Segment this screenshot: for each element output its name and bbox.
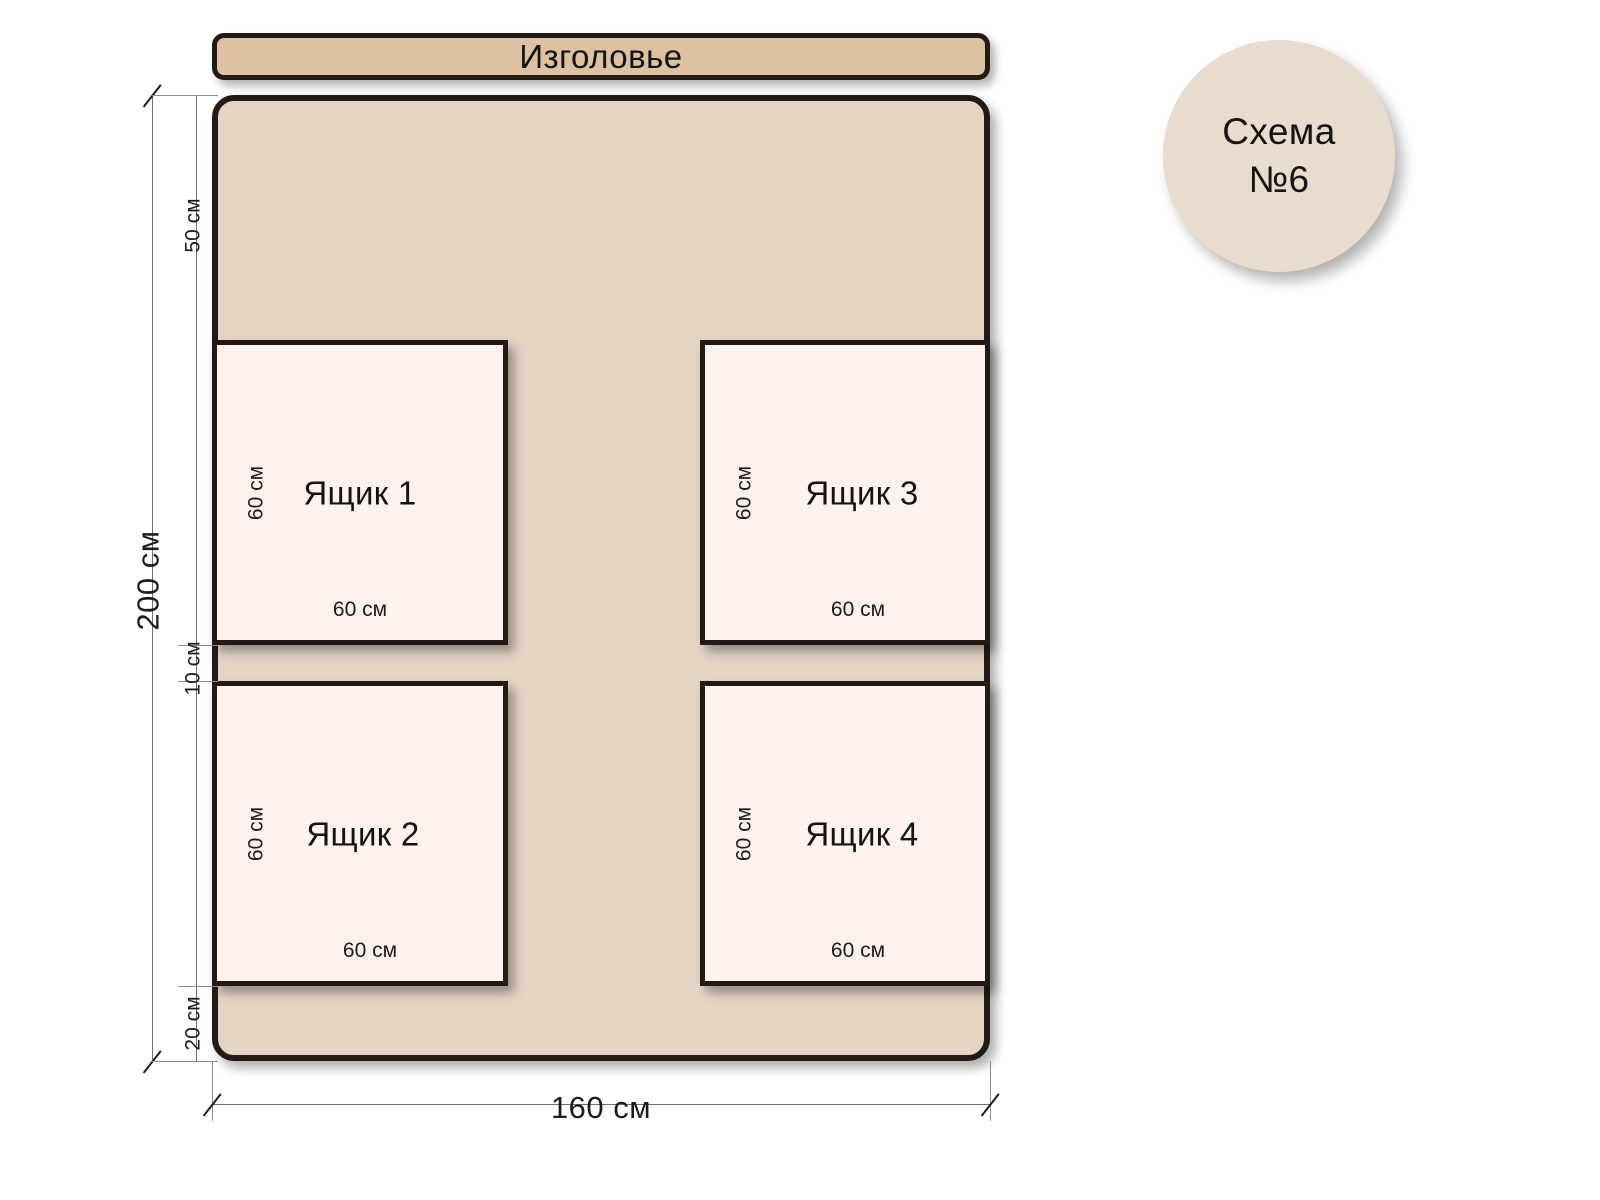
drawer-1-width-label: 60 см — [332, 598, 388, 621]
drawer-4-title: Ящик 4 — [805, 815, 919, 852]
drawer-3-title: Ящик 3 — [805, 474, 919, 511]
extension-line-top — [152, 95, 218, 96]
extension-line-width-left — [212, 1061, 213, 1121]
drawer-2-title: Ящик 2 — [306, 815, 420, 852]
segment-10-label: 10 см — [181, 641, 205, 696]
scheme-badge-line-1: Схема — [1222, 111, 1336, 153]
segment-50-label: 50 см — [181, 198, 205, 253]
dimension-line-total-height — [152, 95, 153, 1061]
dimension-line-total-width — [212, 1104, 990, 1105]
drawer-4-width-label: 60 см — [830, 939, 886, 962]
segment-20-label: 20 см — [181, 996, 205, 1051]
drawer-1-title: Ящик 1 — [303, 474, 417, 511]
drawer-2[interactable]: 60 см Ящик 2 60 см — [212, 681, 508, 986]
headboard: Изголовье — [212, 33, 990, 80]
drawer-3[interactable]: 60 см Ящик 3 60 см — [700, 340, 990, 645]
drawer-1[interactable]: 60 см Ящик 1 60 см — [212, 340, 508, 645]
extension-line-width-right — [990, 1061, 991, 1121]
extension-line-20-start — [178, 986, 218, 987]
headboard-label: Изголовье — [519, 38, 683, 75]
extension-line-10-60 — [178, 681, 218, 682]
total-width-label: 160 см — [550, 1090, 652, 1125]
drawer-4[interactable]: 60 см Ящик 4 60 см — [700, 681, 990, 986]
drawer-3-width-label: 60 см — [830, 598, 886, 621]
scheme-badge: Схема №6 — [1163, 40, 1395, 272]
extension-line-bottom — [152, 1061, 218, 1062]
extension-line-50-10 — [178, 645, 218, 646]
scheme-badge-line-2: №6 — [1248, 159, 1310, 200]
total-height-label: 200 см — [130, 530, 166, 631]
drawer-2-width-label: 60 см — [342, 939, 398, 962]
dimension-line-inner-chain — [196, 95, 197, 1061]
